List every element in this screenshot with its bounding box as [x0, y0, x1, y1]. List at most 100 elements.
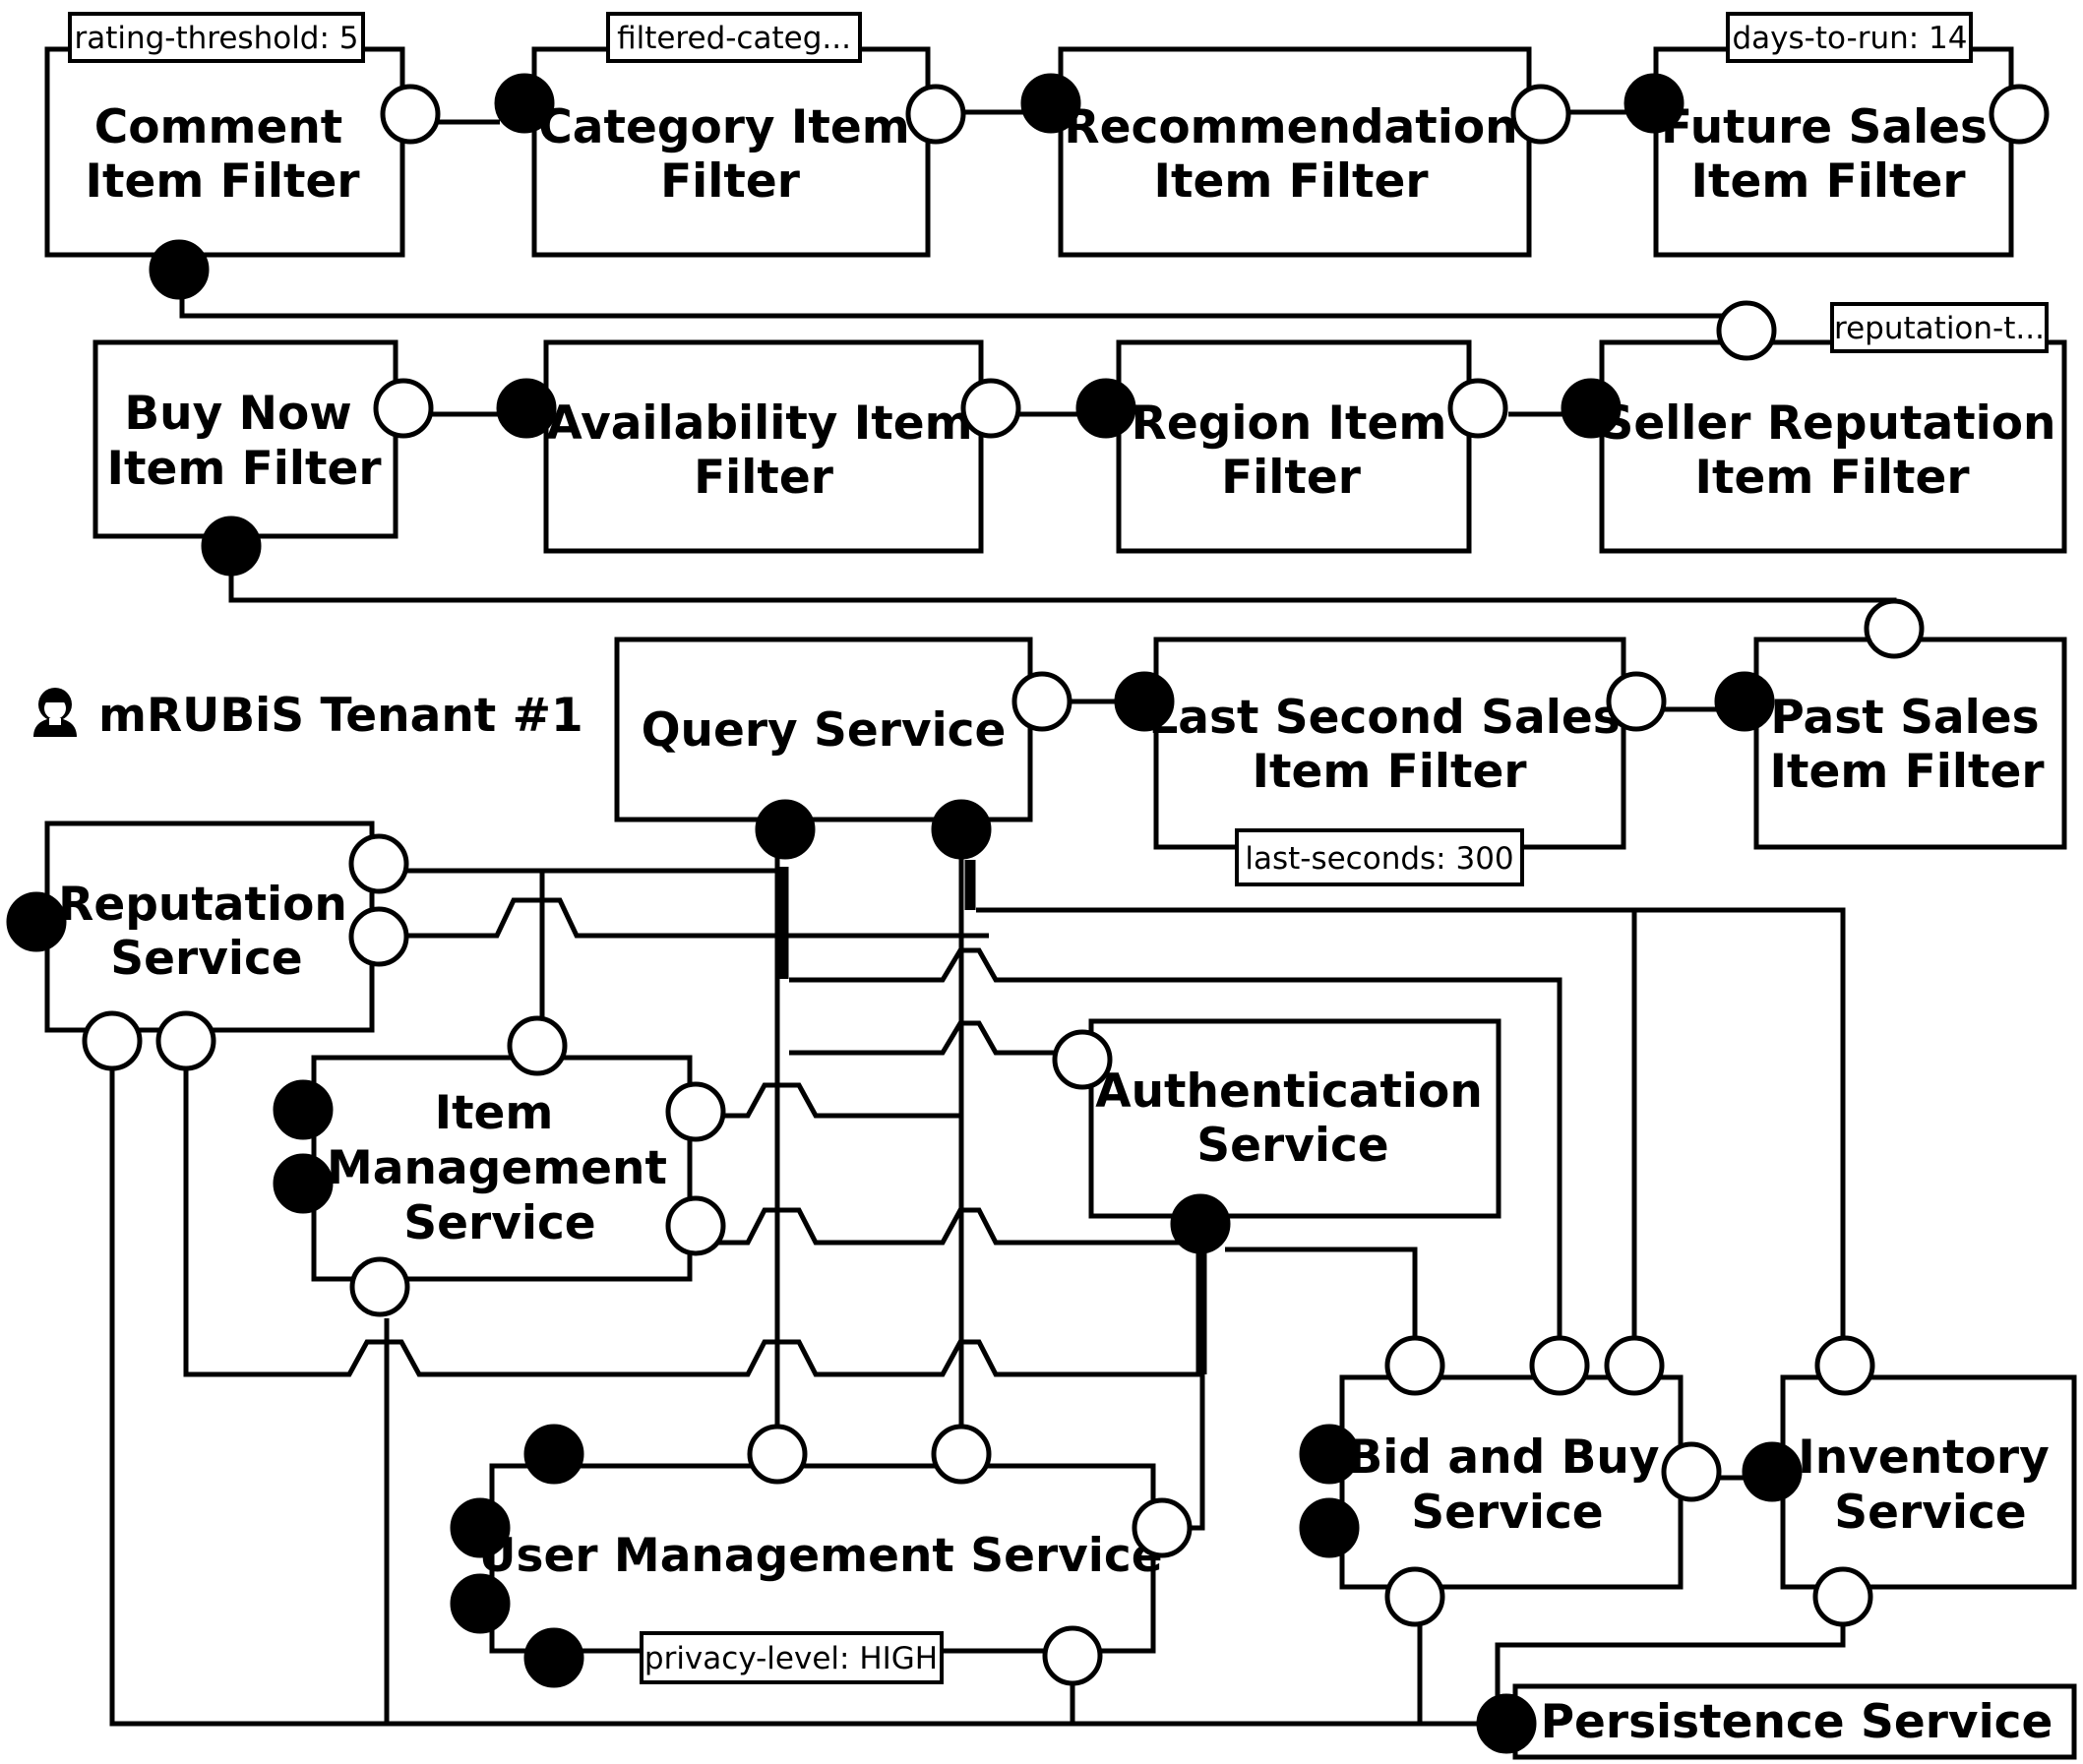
provided-port[interactable] [1661, 1441, 1722, 1502]
provided-port[interactable] [82, 1010, 143, 1071]
required-port[interactable] [1561, 378, 1622, 439]
required-port[interactable] [201, 516, 262, 577]
component-availability-item-filter[interactable]: Availability Item Filter [543, 339, 984, 554]
param-tag [606, 12, 862, 63]
required-port[interactable] [1714, 671, 1775, 732]
provided-port[interactable] [1864, 598, 1925, 659]
component-last-second-sales-item-filter[interactable]: Last Second Sales Item Filter last-secon… [1148, 637, 1626, 886]
provided-port[interactable] [349, 1256, 410, 1317]
connector-comment-sellerreputation [179, 270, 1722, 319]
required-port[interactable] [1742, 1441, 1803, 1502]
provided-port[interactable] [665, 1081, 726, 1142]
component-reputation-service[interactable]: Reputation Service [44, 821, 375, 1033]
provided-port[interactable] [1384, 1566, 1445, 1627]
provided-port[interactable] [1529, 1335, 1590, 1396]
component-category-item-filter[interactable]: filtered-categ... Category Item Filter [531, 12, 931, 258]
provided-port[interactable] [1384, 1335, 1445, 1396]
provided-port[interactable] [1989, 84, 2050, 145]
component-item-management-service[interactable]: Item Management Service [311, 1055, 693, 1282]
param-tag [640, 1631, 944, 1684]
required-port[interactable] [273, 1079, 334, 1140]
provided-port[interactable] [747, 1424, 808, 1485]
provided-port[interactable] [1604, 1335, 1665, 1396]
required-port[interactable] [6, 891, 67, 952]
component-title: Item Filter [1769, 745, 2045, 799]
component-inventory-service[interactable]: Inventory Service [1780, 1374, 2077, 1590]
param-label: rating-threshold: 5 [74, 21, 358, 56]
component-user-management-service[interactable]: User Management Service privacy-level: H… [478, 1463, 1163, 1684]
provided-port[interactable] [348, 833, 409, 894]
component-persistence-service[interactable]: Persistence Service [1512, 1683, 2077, 1760]
provided-port[interactable] [1510, 84, 1571, 145]
required-port[interactable] [1299, 1424, 1360, 1485]
component-title: Past Sales [1770, 691, 2039, 745]
provided-port[interactable] [905, 84, 966, 145]
component-title: Service [403, 1196, 595, 1250]
provided-port[interactable] [1447, 378, 1508, 439]
required-port[interactable] [149, 239, 210, 300]
provided-port[interactable] [960, 378, 1021, 439]
required-port[interactable] [1476, 1693, 1537, 1754]
provided-port[interactable] [931, 1424, 992, 1485]
component-title: Item [435, 1086, 554, 1140]
connector-reputation-hop [404, 897, 989, 939]
component-buy-now-item-filter[interactable]: Buy Now Item Filter [92, 339, 398, 539]
component-future-sales-item-filter[interactable]: days-to-run: 14 Future Sales Item Filter [1653, 12, 2014, 258]
required-port[interactable] [1114, 671, 1175, 732]
component-query-service[interactable]: Query Service [614, 637, 1033, 822]
required-port[interactable] [755, 799, 816, 860]
tenant-label: mRUBiS Tenant #1 [98, 689, 583, 743]
connector-inventory-persistence [1495, 1620, 1846, 1724]
component-recommendation-item-filter[interactable]: Recommendation Item Filter [1058, 46, 1532, 258]
component-title: Filter [1221, 451, 1362, 505]
provided-port[interactable] [1814, 1335, 1875, 1396]
provided-port[interactable] [1812, 1566, 1873, 1627]
connector-buynow-pastsales [228, 548, 1897, 631]
required-port[interactable] [496, 378, 557, 439]
provided-port[interactable] [1606, 671, 1667, 732]
component-title: User Management Service [478, 1529, 1162, 1583]
provided-port[interactable] [380, 84, 441, 145]
required-port[interactable] [931, 799, 992, 860]
provided-port[interactable] [1716, 300, 1777, 361]
component-title: Bid and Buy [1347, 1430, 1659, 1485]
component-title: Service [110, 932, 302, 986]
provided-port[interactable] [348, 906, 409, 967]
required-port[interactable] [450, 1497, 511, 1558]
required-port[interactable] [1624, 73, 1685, 134]
connector-itemmgmt-p1 [715, 1082, 961, 1119]
required-port[interactable] [1075, 378, 1136, 439]
required-port[interactable] [1170, 1193, 1231, 1254]
component-title: Last Second Sales [1148, 691, 1620, 745]
provided-port[interactable] [155, 1010, 216, 1071]
connector-query-auth [789, 1020, 1057, 1056]
component-title: Item Filter [1153, 154, 1429, 209]
required-port[interactable] [523, 1424, 584, 1485]
component-title: Seller Reputation [1600, 396, 2055, 451]
required-port[interactable] [1020, 73, 1081, 134]
param-tag [1235, 828, 1524, 886]
component-past-sales-item-filter[interactable]: Past Sales Item Filter [1753, 637, 2067, 850]
provided-port[interactable] [1042, 1625, 1103, 1686]
provided-port[interactable] [1052, 1029, 1113, 1090]
component-title: Buy Now [124, 387, 351, 441]
provided-port[interactable] [665, 1195, 726, 1256]
component-authentication-service[interactable]: Authentication Service [1088, 1018, 1501, 1219]
component-title: Service [1834, 1486, 2026, 1540]
component-title: Item Filter [1694, 451, 1970, 505]
required-port[interactable] [523, 1627, 584, 1688]
connector-itemmgmt-p2 [715, 1207, 1200, 1246]
required-port[interactable] [450, 1573, 511, 1634]
component-region-item-filter[interactable]: Region Item Filter [1116, 339, 1472, 554]
provided-port[interactable] [507, 1015, 568, 1076]
required-port[interactable] [494, 73, 555, 134]
component-bid-and-buy-service[interactable]: Bid and Buy Service [1339, 1374, 1684, 1590]
provided-port[interactable] [1011, 671, 1072, 732]
component-seller-reputation-item-filter[interactable]: reputation-t... Seller Reputation Item F… [1599, 302, 2067, 554]
provided-port[interactable] [1132, 1497, 1193, 1558]
connector-reputation-bottom [183, 1064, 1202, 1377]
provided-port[interactable] [373, 378, 434, 439]
component-comment-item-filter[interactable]: rating-threshold: 5 Comment Item Filter [44, 12, 405, 258]
required-port[interactable] [273, 1153, 334, 1214]
required-port[interactable] [1299, 1497, 1360, 1558]
